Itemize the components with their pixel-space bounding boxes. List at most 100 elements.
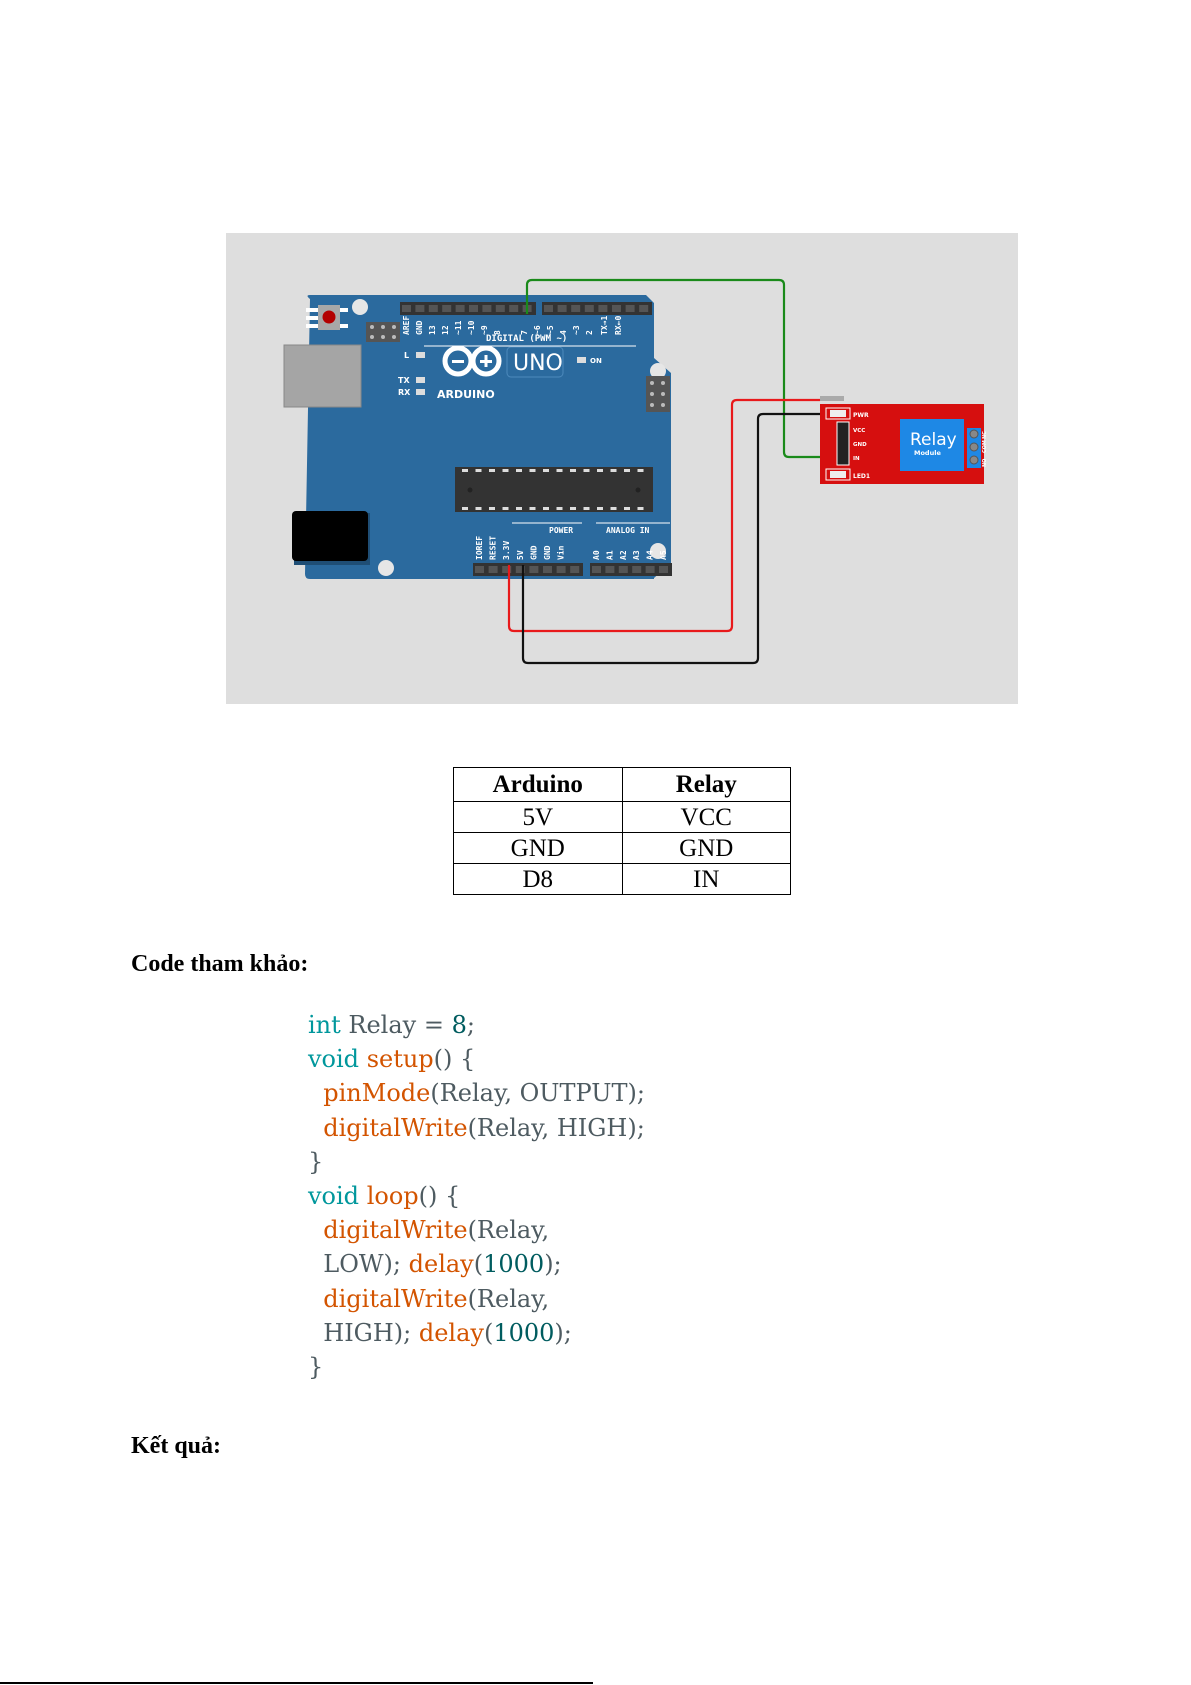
chip-pin <box>570 507 576 510</box>
header-socket <box>618 566 628 573</box>
power-header <box>473 563 583 576</box>
code-line: HIGH); delay(1000); <box>308 1316 645 1350</box>
cell-arduino: 5V <box>453 801 623 833</box>
chip-pin <box>489 507 495 510</box>
code-token: LOW); <box>308 1250 409 1279</box>
header-socket <box>428 305 438 312</box>
code-line: digitalWrite(Relay, <box>308 1282 645 1316</box>
code-token: 1000 <box>493 1318 555 1347</box>
relay-title: Relay <box>910 430 957 450</box>
chip-pin <box>516 507 522 510</box>
chip-pin <box>624 507 630 510</box>
header-socket <box>557 305 567 312</box>
analog-pin-label: A1 <box>605 550 614 560</box>
code-block: int Relay = 8;void setup() { pinMode(Rel… <box>308 1008 645 1384</box>
header-socket <box>645 566 655 573</box>
code-heading: Code tham khảo: <box>131 951 309 977</box>
relay-terminal-label: COM <box>982 440 988 453</box>
chip-pin <box>597 469 603 472</box>
header-socket <box>529 566 539 573</box>
code-token: setup <box>366 1045 434 1074</box>
chip-pin <box>624 469 630 472</box>
code-token <box>359 1182 367 1210</box>
chip-pin <box>597 507 603 510</box>
code-token: ( <box>473 1250 484 1279</box>
code-token: digitalWrite <box>323 1284 468 1313</box>
power-pin-label: Vin <box>556 545 566 560</box>
digital-pin-label: 8 <box>493 330 502 335</box>
digital-pin-label: GND <box>415 320 424 335</box>
digital-pin-label: ~11 <box>454 320 463 335</box>
chip-pin <box>583 507 590 510</box>
usb-connector <box>283 344 362 408</box>
header-socket <box>612 305 621 312</box>
code-token <box>308 1114 323 1142</box>
digital-pin-label: RX←0 <box>614 316 623 335</box>
atmega-chip <box>455 467 653 512</box>
relay-pin-gnd-label: GND <box>853 442 867 448</box>
digital-pin-label: 2 <box>585 330 594 335</box>
table-row: GND GND <box>453 832 791 864</box>
header-socket <box>515 566 525 573</box>
code-token: delay <box>408 1250 474 1279</box>
led-rx-label: RX <box>398 388 411 397</box>
chip-pin <box>556 469 563 472</box>
digital-pin-label: ~3 <box>572 325 581 335</box>
code-token: } <box>308 1147 324 1176</box>
chip-pin <box>502 469 509 472</box>
code-line: pinMode(Relay, OUTPUT); <box>308 1076 645 1110</box>
chip-pin <box>570 469 576 472</box>
digital-pin-label: 4 <box>559 330 568 335</box>
digital-header-label: DIGITAL (PWM ~) <box>486 334 567 344</box>
header-socket <box>570 566 580 573</box>
relay-pin-vcc-label: VCC <box>853 428 865 434</box>
code-token: 1000 <box>483 1250 545 1279</box>
code-token: loop <box>366 1181 419 1210</box>
table-header-row: Arduino Relay <box>453 767 791 802</box>
chip-pin <box>489 469 495 472</box>
relay-led1-label: LED1 <box>853 473 870 480</box>
code-line: LOW); delay(1000); <box>308 1247 645 1281</box>
analog-header-label: ANALOG IN <box>606 526 650 535</box>
code-line: } <box>308 1145 645 1179</box>
chip-pin <box>502 507 509 510</box>
code-token <box>308 1285 323 1313</box>
uno-label: UNO <box>513 351 563 376</box>
header-socket <box>402 305 411 312</box>
code-token <box>308 1216 323 1244</box>
header-socket <box>469 305 478 312</box>
chip-pin <box>637 507 644 510</box>
code-token: 8 <box>451 1011 467 1039</box>
header-socket <box>625 305 635 312</box>
pin-connection-table: Arduino Relay 5V VCC GND GND D8 IN <box>453 767 791 895</box>
header-socket <box>598 305 608 312</box>
chip-pin <box>610 469 617 472</box>
wire-gnd-gnd <box>521 412 820 665</box>
power-pin-label: GND <box>543 545 552 560</box>
header-socket <box>584 305 594 312</box>
header-socket <box>659 566 668 573</box>
analog-pin-label: A5 <box>659 550 668 560</box>
header-socket <box>475 566 484 573</box>
analog-pin-label: A0 <box>592 550 601 560</box>
header-socket <box>415 305 425 312</box>
code-token: void <box>308 1045 360 1074</box>
code-token: () { <box>418 1181 461 1210</box>
power-pin-label: IOREF <box>475 536 484 560</box>
header-socket <box>495 305 505 312</box>
code-token: ); <box>544 1250 562 1279</box>
header-socket <box>482 305 492 312</box>
chip-pin <box>556 507 563 510</box>
digital-pin-label: AREF <box>402 316 411 335</box>
code-line: digitalWrite(Relay, HIGH); <box>308 1111 645 1145</box>
result-heading: Kết quả: <box>131 1433 221 1459</box>
led-on-label: ON <box>590 357 602 365</box>
wires <box>507 278 820 665</box>
code-token: pinMode <box>323 1079 431 1108</box>
chip-pin <box>529 507 536 510</box>
code-token: void <box>308 1181 360 1210</box>
header-socket <box>544 305 553 312</box>
chip-pin <box>529 469 536 472</box>
